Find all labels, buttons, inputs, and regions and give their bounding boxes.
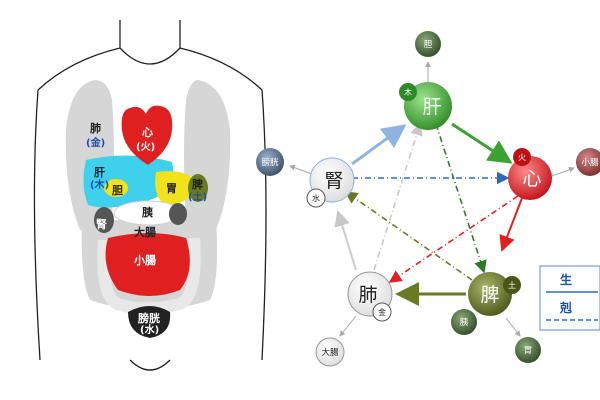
node-heart-badge: 火	[518, 153, 526, 162]
satellite-large-intestine-label: 大腸	[321, 347, 339, 358]
legend-controlling-label: 剋	[559, 300, 572, 315]
large-intestine-label: 大腸	[134, 225, 156, 239]
node-lung-badge: 金	[378, 307, 386, 317]
control-arrow-lung-liver	[373, 122, 423, 271]
kidney-right-shape	[169, 203, 187, 225]
bladder-element-label: (水)	[140, 323, 159, 336]
pancreas-label: 胰	[141, 205, 153, 219]
satellite-stomach: 胃	[515, 337, 541, 363]
link-spleen-stomach	[505, 317, 521, 337]
kidney-left-shape	[94, 207, 114, 233]
node-liver-label: 肝	[422, 96, 441, 118]
node-spleen-label: 脾	[480, 284, 499, 306]
satellite-small-intestine: 小腸	[576, 148, 600, 176]
generate-arrow-kidney-liver	[351, 124, 407, 166]
spleen-element-label: (土)	[188, 190, 207, 203]
heart-element-label: (火)	[136, 141, 155, 153]
control-arrow-heart-lung	[388, 195, 519, 283]
link-lung-large-intestine	[339, 315, 357, 337]
satellite-bladder: 膀胱	[256, 148, 284, 176]
satellite-small-intestine-label: 小腸	[581, 157, 599, 168]
small-intestine-label: 小腸	[133, 253, 156, 267]
lung-right-shape	[184, 80, 231, 232]
satellite-stomach-label: 胃	[524, 346, 533, 356]
satellite-gallbladder-label: 胆	[424, 40, 433, 50]
node-liver: 肝 木	[399, 82, 452, 130]
bladder-label: 膀胱	[137, 311, 160, 325]
stomach-shape	[155, 171, 196, 206]
generate-arrow-heart-spleen	[499, 197, 523, 252]
node-spleen: 脾 土	[468, 272, 521, 316]
control-arrow-liver-spleen	[435, 123, 487, 274]
lung-label: 肺	[90, 121, 101, 135]
spleen-label: 脾	[192, 177, 203, 191]
generate-arrow-liver-heart	[451, 122, 513, 164]
satellite-gallbladder: 胆	[415, 31, 441, 57]
body-illustration: 肺 (金) 心 (火) 肝 (木) 胆 胃 脾 (土) 胰 腎 大腸 小腸 膀胱…	[33, 20, 267, 371]
node-kidney: 腎 水	[306, 157, 355, 208]
body-outline	[33, 20, 267, 371]
link-kidney-bladder	[289, 164, 313, 175]
lung-element-label: (金)	[86, 136, 105, 149]
node-lung: 肺 金	[347, 271, 393, 322]
stomach-label: 胃	[166, 182, 177, 195]
small-intestine-shape	[105, 233, 190, 296]
liver-shape	[83, 155, 174, 208]
node-kidney-label: 腎	[324, 170, 343, 192]
satellite-pancreas: 胰	[451, 309, 477, 335]
gallbladder-shape	[104, 179, 128, 197]
satellite-bladder-label: 膀胱	[261, 157, 279, 168]
node-liver-badge: 木	[404, 87, 412, 97]
generate-arrow-lung-kidney	[334, 210, 357, 271]
node-heart-label: 心	[522, 168, 541, 190]
node-heart: 心 火	[508, 148, 552, 200]
heart-label: 心	[142, 126, 153, 139]
liver-label: 肝	[94, 166, 105, 179]
satellite-large-intestine: 大腸	[315, 337, 345, 367]
kidney-label: 腎	[96, 218, 107, 231]
legend-generating-label: 生	[560, 272, 572, 287]
node-spleen-badge: 土	[508, 280, 516, 290]
spleen-shape	[188, 174, 208, 202]
node-lung-label: 肺	[358, 284, 377, 306]
link-heart-small-intestine	[551, 166, 575, 177]
liver-element-label: (木)	[90, 178, 109, 191]
legend: 生 剋	[539, 265, 600, 331]
five-element-cycle: 胆 小腸 膀胱 大腸 胃 胰 肝 木 心	[256, 31, 600, 367]
control-arrow-spleen-kidney	[344, 191, 473, 281]
heart-shape	[121, 105, 173, 165]
bladder-shape	[128, 306, 171, 338]
satellite-pancreas-label: 胰	[460, 317, 469, 328]
node-kidney-badge: 水	[312, 193, 320, 203]
gallbladder-label: 胆	[112, 184, 123, 197]
